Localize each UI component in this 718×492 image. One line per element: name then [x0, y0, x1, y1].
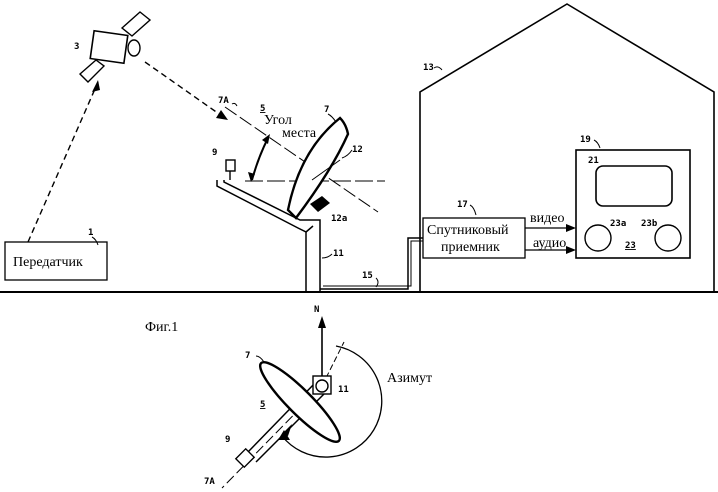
audio-label: аудио [533, 236, 566, 251]
elevation-label-line2: места [282, 126, 317, 141]
receiver-label-line1: Спутниковый [427, 223, 509, 238]
ref-speaker-b: 23b [641, 219, 658, 229]
bottom-dish [258, 360, 342, 444]
elevation-arc-arrow-bottom [248, 172, 255, 182]
ref-receiver-leader [469, 204, 477, 216]
bottom-arm-arrowhead [282, 424, 292, 436]
azimuth-arc [281, 345, 383, 458]
transmitter-label: Передатчик [13, 255, 83, 270]
receiver-box [422, 217, 526, 259]
azimuth-label: Азимут [387, 371, 432, 386]
satellite [78, 11, 152, 83]
feed-horn [225, 159, 236, 172]
azimuth-radius [321, 341, 345, 387]
ref-bottom-dish-leader [255, 355, 265, 363]
downlink-arrowhead [216, 110, 228, 120]
ref-bottom-beam-axis: 7A [204, 477, 215, 487]
beam-axis-line [224, 106, 379, 213]
uplink-arrowhead [92, 80, 100, 92]
house-outline [419, 3, 715, 292]
audio-arrowhead [566, 246, 576, 254]
speaker-b [654, 224, 682, 252]
tv-screen [595, 165, 673, 207]
elevation-label-line1: Угол [264, 113, 292, 128]
downlink-path [144, 61, 223, 117]
ref-dish-mount-leader [341, 149, 353, 159]
coax-cable [320, 237, 423, 290]
ref-pivot: 12a [331, 214, 347, 224]
elevation-angle-arc [251, 137, 269, 181]
ref-bottom-mast: 11 [338, 385, 349, 395]
figure-label: Фиг.1 [145, 320, 178, 335]
ref-cable: 15 [362, 271, 373, 281]
ref-dish: 7 [324, 105, 329, 115]
ref-tv: 19 [580, 135, 591, 145]
north-label: N [314, 305, 319, 315]
ref-bottom-feed: 9 [225, 435, 230, 445]
ref-dish-mount: 12 [352, 145, 363, 155]
ref-screen: 21 [588, 156, 599, 166]
ref-mast-leader [321, 253, 333, 259]
ref-mast: 11 [333, 249, 344, 259]
ref-cable-leader [375, 277, 379, 288]
north-arrowhead [318, 316, 326, 328]
receiver-label-line2: приемник [441, 240, 500, 255]
ref-house: 13 [423, 63, 434, 73]
elevation-arc-arrow-top [262, 134, 270, 144]
ref-feed: 9 [212, 148, 217, 158]
ref-transmitter: 1 [88, 228, 93, 238]
ref-bottom-beam: 5 [260, 400, 265, 410]
uplink-path [27, 81, 99, 243]
ref-bottom-dish: 7 [245, 351, 250, 361]
ref-dish-leader [327, 113, 337, 123]
dish-reflector [286, 116, 350, 220]
speaker-a [584, 224, 612, 252]
ref-beam-axis-leader [231, 102, 238, 107]
coax-cable-inner [323, 240, 423, 287]
video-arrowhead [566, 224, 576, 232]
ref-speakers: 23 [625, 241, 636, 251]
ref-satellite: 3 [74, 42, 79, 52]
ref-receiver: 17 [457, 200, 468, 210]
video-label: видео [530, 211, 564, 226]
ref-speaker-a: 23a [610, 219, 626, 229]
ref-beam: 5 [260, 104, 265, 114]
ref-tv-leader [593, 139, 601, 149]
dish-mast [216, 180, 321, 292]
ref-house-leader [433, 66, 443, 71]
ref-transmitter-leader [91, 236, 99, 246]
ref-beam-axis: 7A [218, 96, 229, 106]
bottom-mast-pole [315, 379, 329, 393]
transmitter-box [4, 241, 108, 281]
bottom-feed-horn [234, 447, 256, 469]
